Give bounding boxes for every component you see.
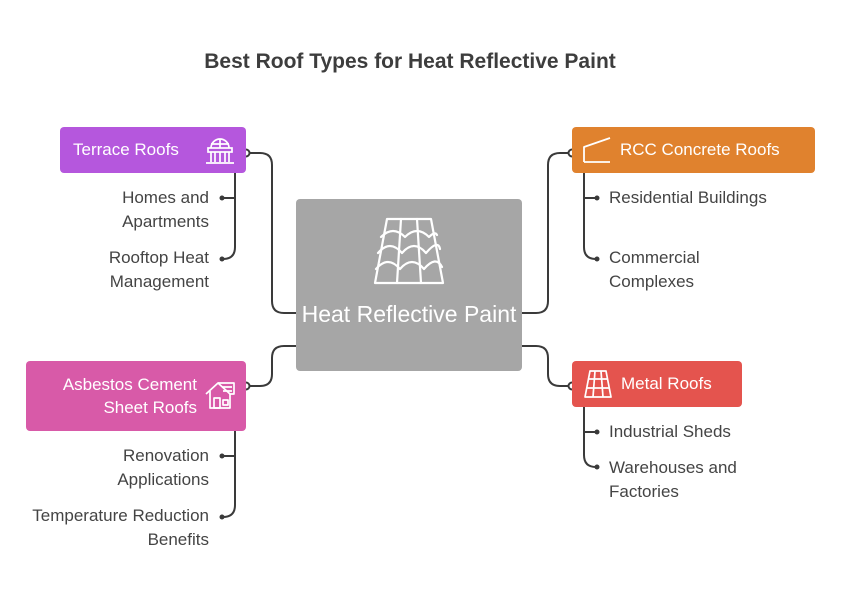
house-sheet-icon [205,382,235,409]
branch-rcc-concrete-roofs: RCC Concrete Roofs [572,127,815,173]
leaf-warehouses-factories: Warehouses and Factories [609,458,737,501]
branch-label: Terrace Roofs [73,140,179,159]
building-dome-icon [206,138,234,164]
leaf-rooftop-heat: Rooftop Heat Management [108,248,209,291]
leaf-line-rcc [583,172,597,260]
branch-label: RCC Concrete Roofs [620,140,780,159]
leaf-commercial-complexes: Commercial Complexes [609,248,700,291]
slanted-roof-icon [583,137,611,163]
connector-rcc [522,152,572,314]
branch-metal-roofs: Metal Roofs [572,361,742,407]
leaf-temperature-reduction: Temperature Reduction Benefits [32,506,209,549]
branch-asbestos-cement-roofs: Asbestos Cement Sheet Roofs [26,361,246,431]
connector-terrace [246,152,296,314]
leaf-line-terrace [222,172,236,260]
leaf-renovation-applications: Renovation Applications [117,446,209,489]
center-node: Heat Reflective Paint [296,199,522,371]
leaf-line-metal [583,406,597,468]
connector-metal [522,345,572,387]
metal-grid-icon [584,370,612,398]
branch-terrace-roofs: Terrace Roofs [60,127,246,173]
branch-label: Asbestos Cement Sheet Roofs [62,375,197,417]
connector-asbestos [246,345,296,387]
roof-tiles-icon [373,217,445,285]
diagram-title: Best Roof Types for Heat Reflective Pain… [204,50,616,73]
center-label: Heat Reflective Paint [301,301,517,327]
leaf-homes-apartments: Homes and Apartments [122,188,209,231]
leaf-industrial-sheds: Industrial Sheds [609,422,731,441]
leaf-residential-buildings: Residential Buildings [609,188,767,207]
leaf-line-asbestos [222,430,236,518]
branch-label: Metal Roofs [621,374,712,393]
